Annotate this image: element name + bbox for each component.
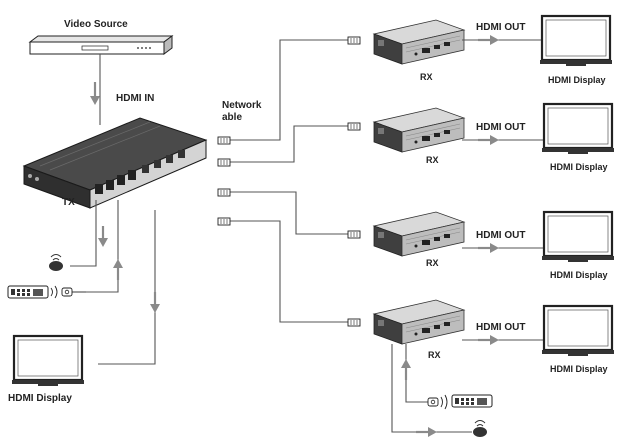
tx-rj45-plug-4 <box>217 217 231 226</box>
rx4-rj45-plug <box>347 318 361 327</box>
network-cable-4 <box>228 220 348 323</box>
tx-ir-rx-cable <box>70 200 97 267</box>
rx2-hdmi-out-arrow <box>478 135 499 145</box>
rx4-remote-icon <box>451 394 493 408</box>
rx3-display-label: HDMI Display <box>550 270 608 280</box>
video-source-label: Video Source <box>64 19 128 30</box>
rx1-display-monitor <box>538 14 614 68</box>
tx-ir-up-arrow <box>113 259 123 280</box>
rx4-ir-emitter-icon <box>427 394 448 410</box>
tx-ir-receiver-icon <box>48 254 64 272</box>
rx1-rj45-plug <box>347 36 361 45</box>
receiver-1: RX HDMI OUT HDMI Display <box>373 14 614 85</box>
rx4-hdmi-out-arrow <box>478 335 499 345</box>
network-cable-2 <box>228 125 348 163</box>
video-source-device <box>28 35 174 55</box>
rx3-label: RX <box>426 258 439 268</box>
rx4-ir-up-arrow <box>401 359 411 380</box>
hdmi-in-arrow <box>90 82 100 105</box>
rx3-rj45-plug <box>347 230 361 239</box>
rx3-device <box>373 211 465 257</box>
rx2-device <box>373 107 465 153</box>
rx4-device <box>373 299 465 345</box>
rx4-ir-receiver-icon <box>472 420 488 437</box>
tx-rj45-plug-3 <box>217 188 231 197</box>
rx4-hdmi-out-label: HDMI OUT <box>476 322 525 333</box>
tx-label: TX <box>62 197 75 208</box>
tx-rj45-plug-2 <box>217 158 231 167</box>
tx-remote-icon <box>7 285 49 299</box>
rx2-rj45-plug <box>347 122 361 131</box>
network-cable-label: Network able <box>222 100 264 123</box>
network-cable-label-line2: able <box>222 112 242 123</box>
rx3-display-monitor <box>540 210 616 264</box>
tx-local-hdmi-cable <box>98 210 156 365</box>
receiver-3: RX HDMI OUT HDMI Display <box>373 210 616 280</box>
rx1-hdmi-out-label: HDMI OUT <box>476 22 525 33</box>
network-cable-1 <box>228 39 348 141</box>
rx1-device <box>373 19 465 65</box>
rx4-display-monitor <box>540 304 616 358</box>
receiver-2: RX HDMI OUT HDMI Display <box>373 102 616 172</box>
rx2-hdmi-out-label: HDMI OUT <box>476 122 525 133</box>
receiver-4: RX HDMI OUT HDMI Display <box>373 299 616 374</box>
rx4-label: RX <box>428 350 441 360</box>
rx1-display-label: HDMI Display <box>548 75 606 85</box>
rx2-display-monitor <box>540 102 616 156</box>
tx-ir-down-arrow <box>98 226 108 247</box>
rx4-ir-tx-cable <box>405 344 428 403</box>
hdmi-in-label: HDMI IN <box>116 93 154 104</box>
tx-ir-emitter-icon <box>50 285 86 299</box>
network-cable-label-line1: Network <box>222 100 262 111</box>
local-display-monitor <box>10 334 86 388</box>
rx4-display-label: HDMI Display <box>550 364 608 374</box>
tx-device <box>22 117 208 209</box>
rx4-ir-rx-cable <box>391 344 472 433</box>
rx2-label: RX <box>426 155 439 165</box>
network-cable-3 <box>228 191 348 235</box>
rx1-hdmi-out-arrow <box>478 35 499 45</box>
rx4-ir-right-arrow <box>416 427 437 437</box>
rx1-label: RX <box>420 72 433 82</box>
rx2-display-label: HDMI Display <box>550 162 608 172</box>
tx-ir-tx-cable <box>86 200 119 293</box>
local-display-label: HDMI Display <box>8 393 72 404</box>
tx-rj45-plug-1 <box>217 136 231 145</box>
rx3-hdmi-out-arrow <box>478 243 499 253</box>
rx3-hdmi-out-label: HDMI OUT <box>476 230 525 241</box>
tx-hdmi-out-arrow <box>150 292 160 313</box>
